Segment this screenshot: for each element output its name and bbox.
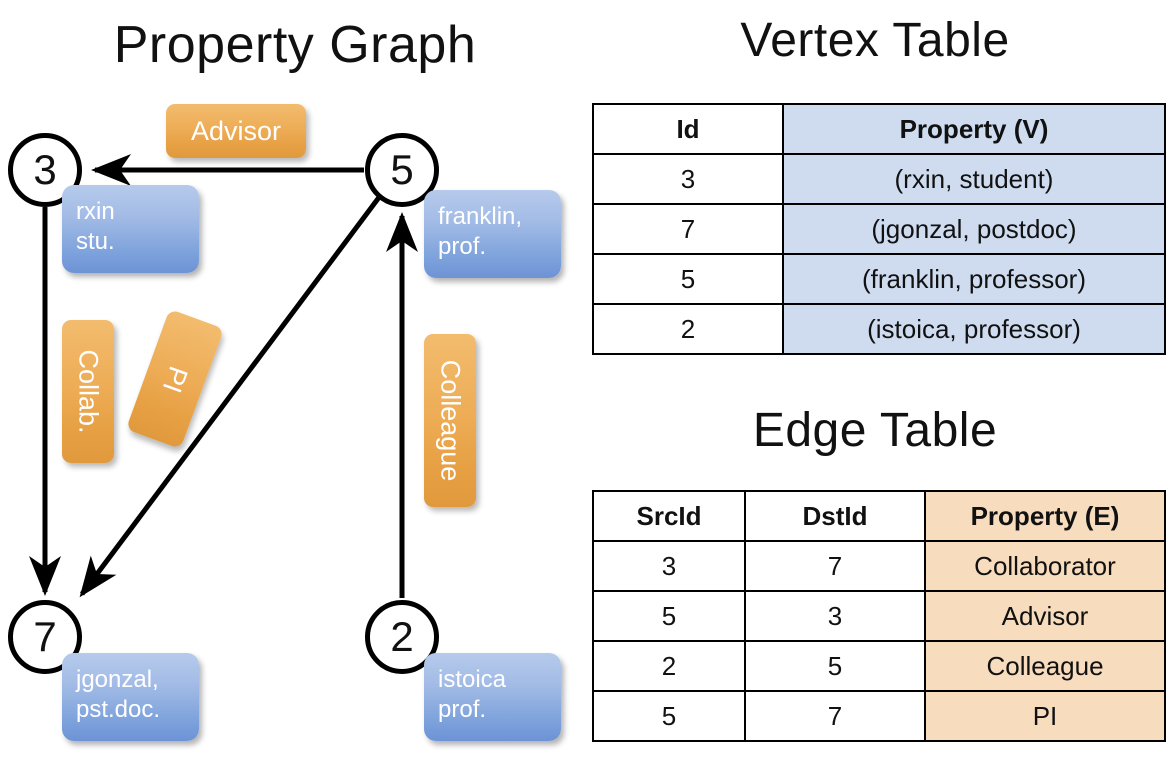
edge-table-header-dstid: DstId — [744, 490, 926, 542]
vertex-table-header-id: Id — [592, 103, 784, 155]
graph-edges-svg — [29, 154, 418, 598]
edge-label-advisor-text: Advisor — [190, 115, 282, 146]
property-graph-panel: Property Graph 3 5 7 2 rxin stu. frankli… — [8, 16, 561, 741]
vertex-property-box-5-name: franklin, — [438, 203, 523, 230]
vertex-table-cell-id: 5 — [592, 253, 784, 305]
edge-label-collab: Collab. — [62, 320, 114, 463]
vertex-property-box-2-name: istoica — [438, 666, 507, 693]
page-title-vertex-table: Vertex Table — [740, 14, 1010, 67]
vertex-table-header-row: Id Property (V) — [592, 103, 1166, 155]
vertex-table-cell-property: (istoica, professor) — [782, 303, 1166, 355]
table-row: 7 (jgonzal, postdoc) — [592, 203, 1166, 255]
edge-table-cell-srcid: 3 — [592, 540, 746, 592]
vertex-property-box-2-role: prof. — [438, 696, 487, 723]
vertex-property-box-7-role: pst.doc. — [76, 696, 161, 723]
graph-vertex-2[interactable]: 2 — [365, 600, 439, 674]
graph-vertex-2-id: 2 — [390, 613, 414, 660]
vertex-property-box-3-role: stu. — [76, 228, 115, 255]
graph-vertex-5-id: 5 — [390, 146, 414, 193]
vertex-table: Id Property (V) 3 (rxin, student) 7 (jgo… — [592, 103, 1166, 355]
edge-table: SrcId DstId Property (E) 3 7 Collaborato… — [592, 490, 1166, 742]
vertex-table-cell-property: (franklin, professor) — [782, 253, 1166, 305]
vertex-table-cell-property: (jgonzal, postdoc) — [782, 203, 1166, 255]
edge-label-advisor: Advisor — [166, 104, 306, 158]
graph-vertex-3-id: 3 — [33, 146, 57, 193]
table-row: 5 7 PI — [592, 690, 1166, 742]
page-title-property-graph: Property Graph — [113, 16, 477, 74]
table-row: 2 5 Colleague — [592, 640, 1166, 692]
graph-vertex-5[interactable]: 5 — [365, 133, 439, 207]
edge-table-cell-property: Advisor — [924, 590, 1166, 642]
edge-table-cell-dstid: 3 — [744, 590, 926, 642]
table-row: 3 7 Collaborator — [592, 540, 1166, 592]
edge-label-colleague-text: Colleague — [435, 359, 466, 482]
vertex-property-box-5: franklin, prof. — [424, 190, 561, 278]
edge-table-cell-property: Colleague — [924, 640, 1166, 692]
table-row: 2 (istoica, professor) — [592, 303, 1166, 355]
page-title-edge-table: Edge Table — [752, 404, 998, 457]
vertex-table-header-property: Property (V) — [782, 103, 1166, 155]
edge-table-header-srcid: SrcId — [592, 490, 746, 542]
edge-table-cell-property: Collaborator — [924, 540, 1166, 592]
edge-table-header-row: SrcId DstId Property (E) — [592, 490, 1166, 542]
edge-label-collab-text: Collab. — [73, 349, 104, 434]
vertex-property-box-5-role: prof. — [438, 233, 487, 260]
vertex-table-cell-id: 7 — [592, 203, 784, 255]
vertex-table-cell-id: 3 — [592, 153, 784, 205]
vertex-property-box-2: istoica prof. — [424, 653, 561, 741]
vertex-property-box-3: rxin stu. — [62, 185, 199, 273]
vertex-table-cell-id: 2 — [592, 303, 784, 355]
graph-vertex-7-id: 7 — [33, 613, 57, 660]
edge-label-colleague: Colleague — [424, 334, 476, 507]
edge-table-cell-dstid: 5 — [744, 640, 926, 692]
edge-table-cell-srcid: 5 — [592, 690, 746, 742]
edge-table-cell-property: PI — [924, 690, 1166, 742]
table-row: 3 (rxin, student) — [592, 153, 1166, 205]
vertex-table-cell-property: (rxin, student) — [782, 153, 1166, 205]
edge-label-pi-text: PI — [157, 362, 194, 397]
edge-table-cell-srcid: 5 — [592, 590, 746, 642]
vertex-property-box-7-name: jgonzal, — [76, 666, 159, 693]
edge-table-header-property: Property (E) — [924, 490, 1166, 542]
vertex-property-box-3-name: rxin — [76, 198, 115, 225]
edge-table-cell-dstid: 7 — [744, 690, 926, 742]
edge-table-cell-srcid: 2 — [592, 640, 746, 692]
vertex-property-box-7: jgonzal, pst.doc. — [62, 653, 199, 741]
table-row: 5 3 Advisor — [592, 590, 1166, 642]
table-row: 5 (franklin, professor) — [592, 253, 1166, 305]
edge-table-cell-dstid: 7 — [744, 540, 926, 592]
edge-5-to-7-pi — [79, 190, 386, 598]
